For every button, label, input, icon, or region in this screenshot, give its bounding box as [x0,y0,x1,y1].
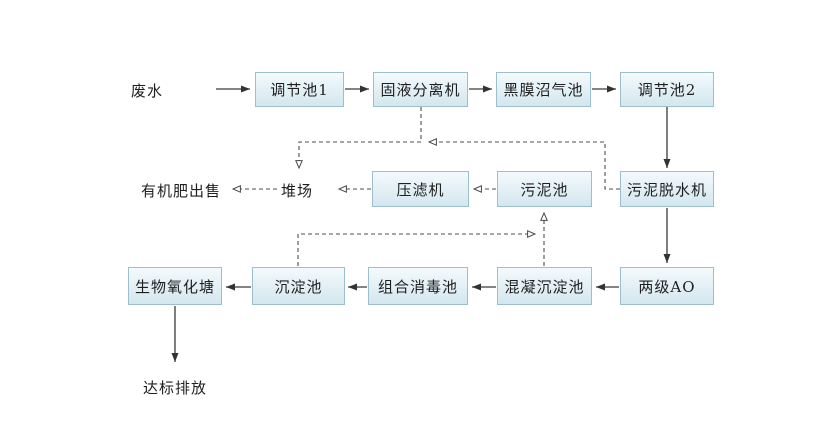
standard-discharge-label: 达标排放 [143,379,208,397]
wastewater-label: 废水 [131,82,164,100]
node-combined-disinfection-pool: 组合消毒池 [368,267,468,305]
organic-fertilizer-sale-label: 有机肥出售 [141,182,222,200]
node-two-stage-ao: 两级AO [620,267,714,305]
stockyard-label: 堆场 [281,182,314,200]
edge-junction-to-stockyard-dashed [295,141,421,170]
edge-dewatering-to-junction-dashed [427,138,620,190]
node-black-membrane-biogas-pool: 黑膜沼气池 [496,72,591,107]
node-sedimentation-pool: 沉淀池 [252,267,345,305]
node-filter-press: 压滤机 [372,171,469,207]
node-solid-liquid-separator: 固液分离机 [373,72,468,107]
edge-sedimentation-to-sludge-riser [297,230,537,266]
node-sludge-dewatering-machine: 污泥脱水机 [620,171,714,207]
node-biological-oxidation-pond: 生物氧化塘 [128,267,222,305]
node-adjust-pool-2: 调节池2 [620,72,714,107]
node-coagulation-sedimentation-pool: 混凝沉淀池 [497,267,592,305]
node-adjust-pool-1: 调节池1 [255,72,344,107]
node-sludge-pool: 污泥池 [497,171,592,207]
